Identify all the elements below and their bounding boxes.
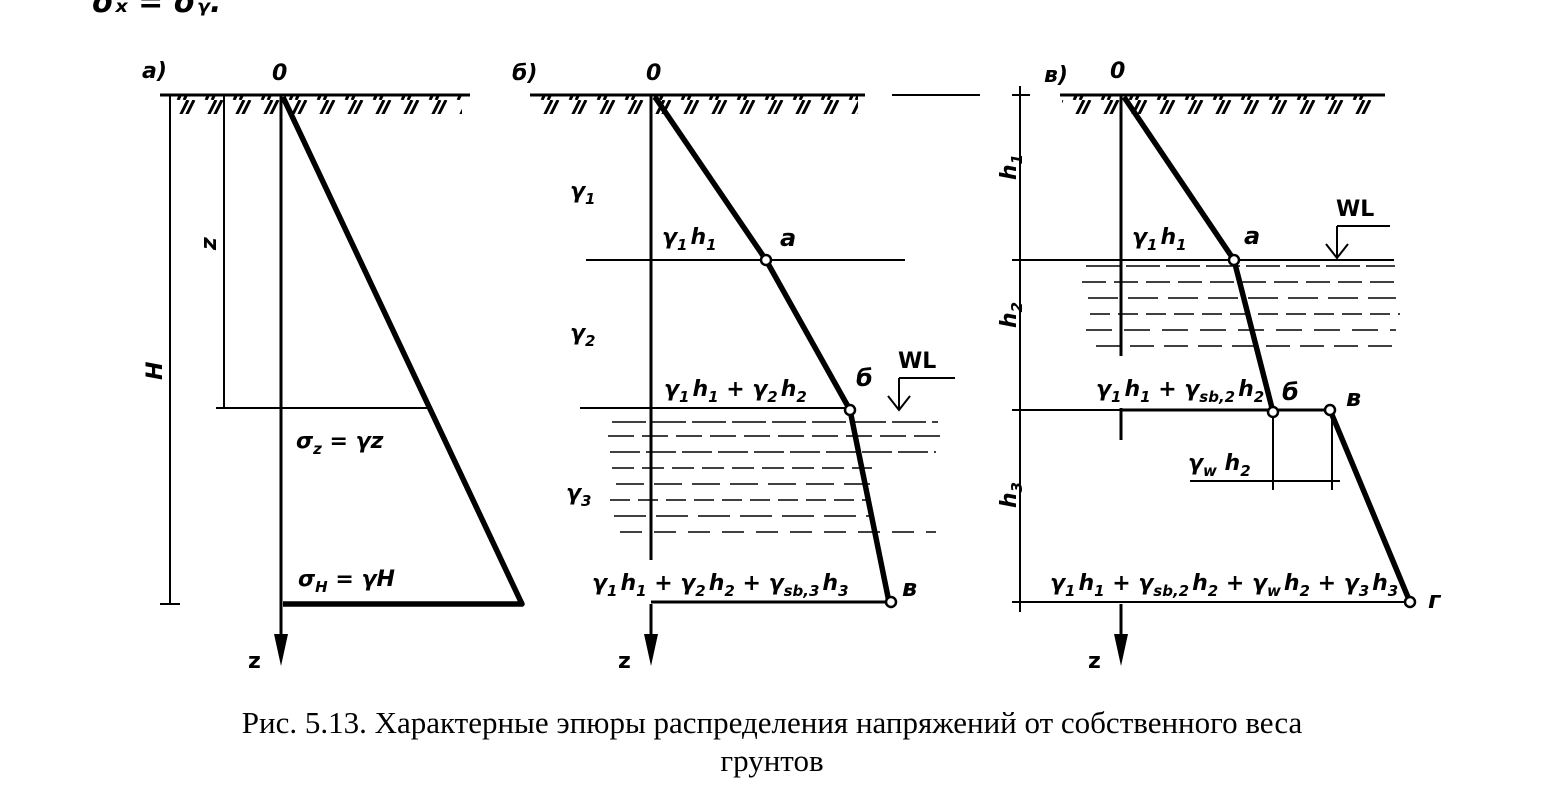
panel-a-stress-epure <box>280 95 525 607</box>
panel-v-node-g <box>1403 595 1417 609</box>
panel-v-node-b <box>1266 405 1280 419</box>
top-fragment: σₓ = σᵧ. <box>92 0 221 20</box>
panel-b-ground-hatch <box>538 96 858 114</box>
panel-b-point-v: в <box>902 574 917 602</box>
panel-v-point-b: б <box>1282 378 1299 406</box>
panel-a-tag: а) <box>142 59 167 84</box>
panel-a-sigma-H: σH = γH <box>298 567 395 596</box>
panel-v-water-level-marker: WL <box>1325 197 1390 260</box>
panel-v-node-a <box>1227 253 1241 267</box>
figure-caption: Рис. 5.13. Характерные эпюры распределен… <box>0 704 1544 780</box>
panel-v-stress-epure-upper <box>1121 95 1276 413</box>
panel-a-axis-label: z <box>248 649 261 674</box>
panel-b: б) 0 z WL <box>512 61 955 674</box>
panel-a-sigma-z: σz = γz <box>296 429 384 458</box>
panel-v-origin: 0 <box>1110 59 1125 84</box>
svg-text:WL: WL <box>1336 197 1374 222</box>
panel-v-axis-arrow <box>1114 634 1128 666</box>
panel-a: а) 0 z H z σz = γz σH = γH <box>142 59 525 674</box>
panel-b-gamma-2: γ2 <box>570 321 595 350</box>
panel-b-axis-label: z <box>618 649 631 674</box>
panel-b-stress-epure <box>652 95 892 603</box>
panel-b-tag: б) <box>512 61 537 86</box>
panel-a-origin: 0 <box>272 61 287 86</box>
panel-b-node-v <box>884 595 898 609</box>
panel-a-z-label: z <box>197 237 222 251</box>
panel-v-tag: в) <box>1044 63 1068 88</box>
panel-v-node-v <box>1323 403 1337 417</box>
panel-a-ground-hatch <box>172 96 462 114</box>
panel-v-ground-hatch <box>1062 96 1380 114</box>
svg-text:WL: WL <box>898 349 936 374</box>
panel-b-gamma-3: γ3 <box>566 481 591 510</box>
panel-a-H-label: H <box>143 362 168 380</box>
panel-v-point-a: а <box>1244 222 1260 250</box>
panel-b-water-level-marker: WL <box>887 349 955 412</box>
panel-b-origin: 0 <box>646 61 661 86</box>
panel-b-axis-arrow <box>644 634 658 666</box>
panel-b-gamma-1: γ1 <box>570 179 595 208</box>
panel-v-point-g: г <box>1428 586 1442 614</box>
panel-v-water-zone <box>1082 265 1400 347</box>
panel-b-node-a <box>759 253 773 267</box>
caption-line-1: Рис. 5.13. Характерные эпюры распределен… <box>241 705 1303 740</box>
panel-v-point-v: в <box>1346 384 1361 412</box>
panel-v-h3: h3 <box>997 482 1026 508</box>
panel-v-stress-epure-lower <box>1327 408 1413 604</box>
panel-b-water-zone <box>608 421 940 533</box>
panel-b-node-b <box>843 403 857 417</box>
panel-b-point-a: а <box>780 224 796 252</box>
panel-v-h1: h1 <box>997 154 1026 180</box>
panel-v-h2: h2 <box>997 302 1026 328</box>
caption-line-2: грунтов <box>720 743 824 778</box>
panel-v-axis-label: z <box>1088 649 1101 674</box>
panel-a-axis-arrow <box>274 634 288 666</box>
panel-v: в) 0 h1 h2 h3 z <box>892 59 1442 674</box>
panel-v-gw-label: γw h2 <box>1188 451 1251 480</box>
panel-b-point-b: б <box>856 364 873 392</box>
stress-diagrams-figure: σₓ = σᵧ. а) 0 z H z σz = γz σH = γH б) <box>92 0 1442 674</box>
